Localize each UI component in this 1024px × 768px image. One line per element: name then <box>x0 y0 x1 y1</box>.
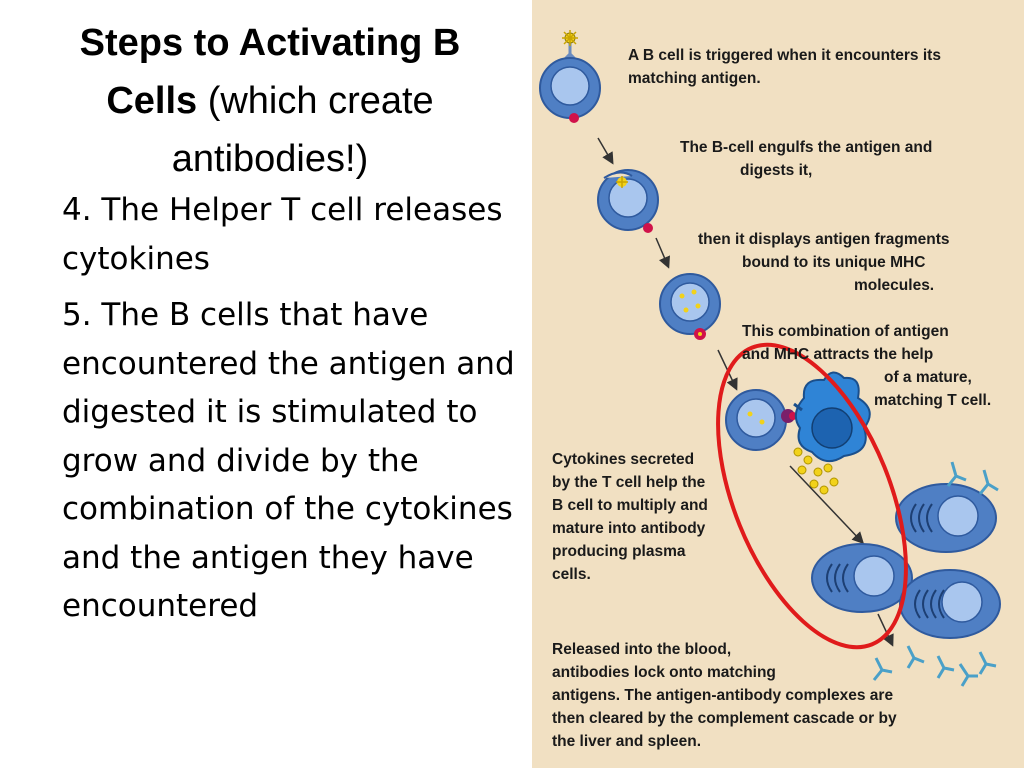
b-cell-step-2 <box>597 169 659 233</box>
plasma-cell-1 <box>811 543 913 613</box>
plasma-cell-3 <box>899 569 1001 639</box>
bullet-item-5: 5. The B cells that have encountered the… <box>62 297 515 624</box>
antigen-icon <box>562 30 578 46</box>
caption-step-3: then it displays antigen fragments bound… <box>698 231 950 294</box>
arrow-3 <box>717 349 738 391</box>
diagram-illustration <box>539 30 1001 687</box>
cytokines-icon <box>793 447 839 495</box>
caption-step-1: A B cell is triggered when it encounters… <box>628 47 941 87</box>
highlight-ellipse <box>716 342 908 650</box>
arrow-1 <box>597 137 614 165</box>
caption-step-4: This combination of antigen and MHC attr… <box>742 323 992 409</box>
title-normal-part: (which create antibodies!) <box>171 80 434 180</box>
b-cell-step-4 <box>725 389 797 451</box>
helper-t-cell <box>793 371 871 463</box>
bullet-list: 4. The Helper T cell releases cytokines … <box>62 186 522 639</box>
slide-title: Steps to Activating B Cells (which creat… <box>40 14 500 188</box>
antibody-icons <box>872 461 999 687</box>
caption-step-5: Cytokines secreted by the T cell help th… <box>552 451 708 583</box>
caption-step-6: Released into the blood, antibodies lock… <box>552 641 897 750</box>
arrow-5 <box>877 613 894 647</box>
b-cell-activation-diagram: A B cell is triggered when it encounters… <box>532 0 1024 768</box>
caption-step-2: The B-cell engulfs the antigen and diges… <box>680 139 933 179</box>
b-cell-step-1 <box>539 36 601 123</box>
plasma-cell-2 <box>895 483 997 553</box>
b-cell-step-3 <box>659 273 721 340</box>
arrow-4 <box>789 465 865 545</box>
bullet-item-4: 4. The Helper T cell releases cytokines <box>62 192 503 277</box>
title-bold-part: Steps to Activating B Cells <box>79 22 461 122</box>
arrow-2 <box>655 237 670 269</box>
